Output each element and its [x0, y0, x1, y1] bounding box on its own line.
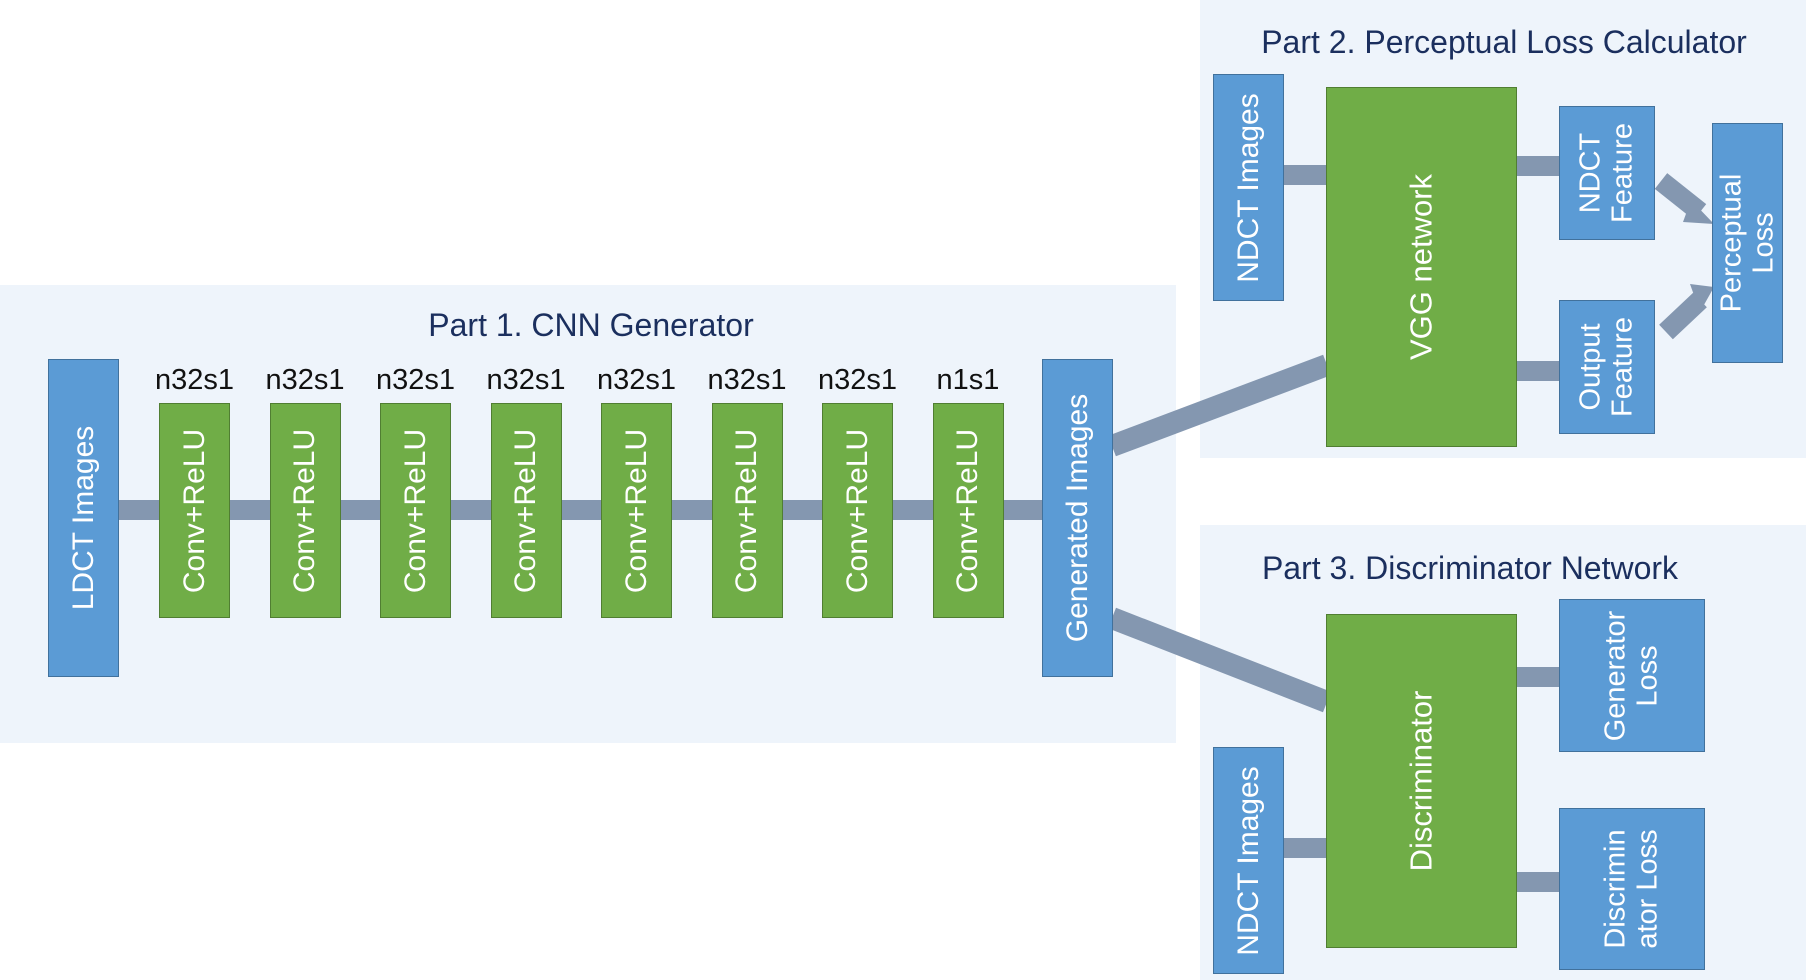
ndct-images-block-2: NDCT Images — [1213, 747, 1284, 974]
layer-label: n32s1 — [375, 364, 456, 396]
conv-relu-block: Conv+ReLU — [159, 403, 230, 618]
conv-relu-block: Conv+ReLU — [380, 403, 451, 618]
conv-relu-label: Conv+ReLU — [398, 428, 432, 593]
conv-relu-label: Conv+ReLU — [840, 428, 874, 593]
discriminator-loss-block: Discrimin ator Loss — [1559, 808, 1705, 970]
discriminator-block: Discriminator — [1326, 614, 1517, 948]
conv-relu-block: Conv+ReLU — [490, 403, 562, 618]
ndct-feature-block: NDCT Feature — [1559, 106, 1655, 240]
vgg-network-block: VGG network — [1326, 87, 1517, 447]
layer-label: n32s1 — [486, 364, 566, 396]
connector-gen-disc — [1107, 607, 1332, 713]
conv-relu-label: Conv+ReLU — [177, 428, 211, 593]
ldct-images-label: LDCT Images — [66, 425, 100, 611]
conv-relu-block: Conv+ReLU — [822, 403, 893, 618]
conv-relu-block: Conv+ReLU — [269, 403, 341, 618]
ndct-images-label-2: NDCT Images — [1231, 765, 1265, 956]
part2-title: Part 2. Perceptual Loss Calculator — [1261, 24, 1747, 60]
conv-relu-label: Conv+ReLU — [509, 428, 543, 593]
part1-title: Part 1. CNN Generator — [428, 307, 754, 343]
discriminator-label: Discriminator — [1403, 690, 1439, 872]
ndct-images-block-1: NDCT Images — [1213, 74, 1284, 301]
layer-label: n32s1 — [596, 364, 677, 396]
layer-label: n1s1 — [936, 364, 1000, 396]
discriminator-loss-label: Discrimin ator Loss — [1599, 829, 1664, 949]
conv-relu-label: Conv+ReLU — [619, 428, 653, 593]
layer-label: n32s1 — [707, 364, 787, 396]
arrowhead-outfeat-loss — [1690, 284, 1714, 312]
generator-loss-block: Generator Loss — [1559, 599, 1705, 752]
vgg-network-label: VGG network — [1403, 173, 1439, 361]
connector-gen-vgg — [1108, 354, 1331, 457]
conv-relu-label: Conv+ReLU — [951, 428, 985, 593]
generated-images-label: Generated Images — [1060, 393, 1094, 643]
conv-relu-label: Conv+ReLU — [288, 428, 322, 593]
ldct-images-block: LDCT Images — [48, 359, 119, 677]
perceptual-loss-block: Perceptual Loss — [1712, 123, 1783, 363]
generator-loss-label: Generator Loss — [1599, 610, 1664, 741]
ndct-feature-label: NDCT Feature — [1574, 123, 1639, 223]
generated-images-block: Generated Images — [1042, 359, 1113, 677]
conv-relu-block: Conv+ReLU — [711, 403, 783, 618]
perceptual-loss-label: Perceptual Loss — [1715, 173, 1780, 313]
layer-label: n32s1 — [817, 364, 898, 396]
conv-relu-block: Conv+ReLU — [932, 403, 1004, 618]
ndct-images-label-1: NDCT Images — [1231, 92, 1265, 283]
output-feature-block: Output Feature — [1559, 300, 1655, 434]
arrowhead-ndctfeat-loss — [1683, 200, 1714, 224]
layer-label: n32s1 — [265, 364, 345, 396]
arrow-outfeat-loss — [1659, 292, 1707, 340]
part3-title: Part 3. Discriminator Network — [1261, 550, 1679, 586]
output-feature-label: Output Feature — [1574, 317, 1639, 417]
conv-relu-label: Conv+ReLU — [730, 428, 764, 593]
layer-label: n32s1 — [154, 364, 235, 396]
conv-relu-block: Conv+ReLU — [601, 403, 672, 618]
